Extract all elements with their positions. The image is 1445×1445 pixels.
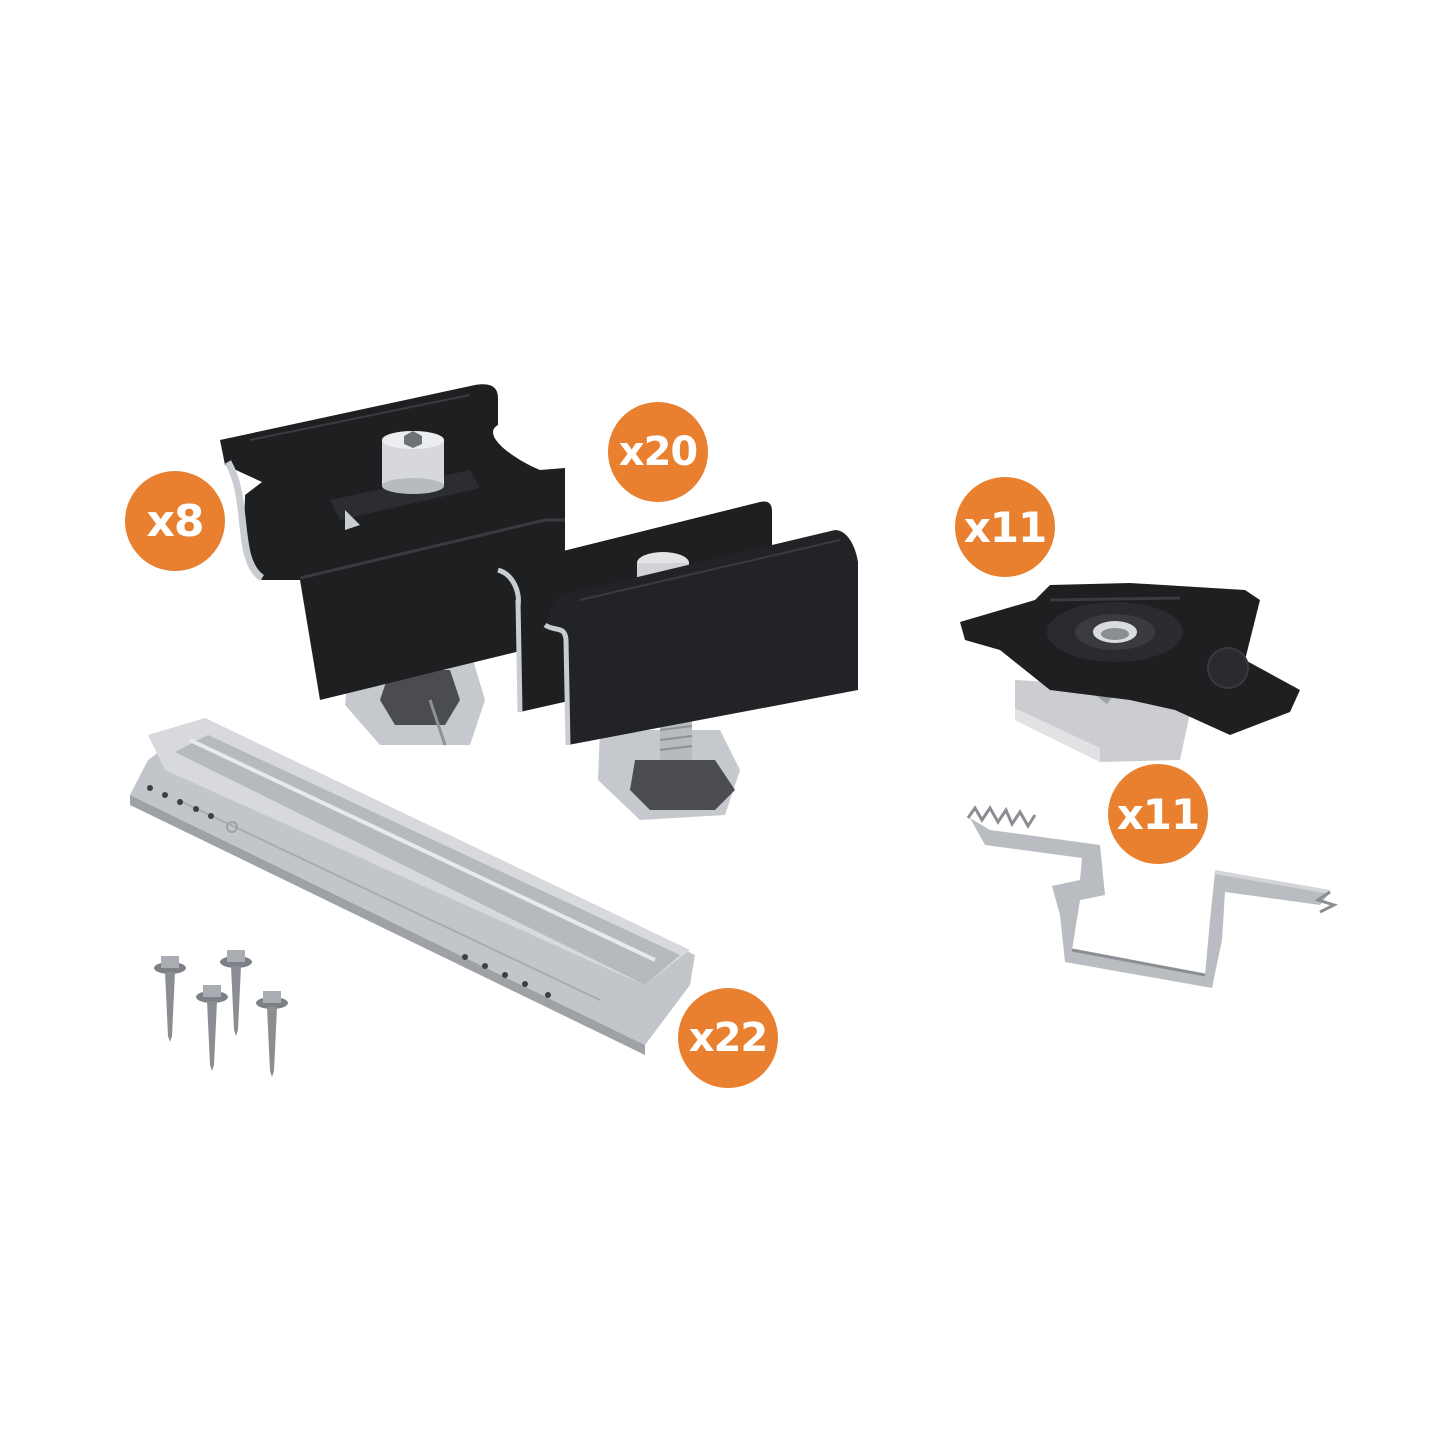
quantity-label: x22 <box>688 1015 768 1061</box>
quantity-label: x20 <box>618 429 698 475</box>
quantity-badge-cable-clip: x11 <box>1108 764 1208 864</box>
quantity-badge-clip-plate: x11 <box>955 477 1055 577</box>
end-clamp-icon <box>220 384 565 746</box>
quantity-label: x11 <box>963 502 1048 552</box>
quantity-badge-end-clamp: x8 <box>125 471 225 571</box>
quantity-badge-rail: x22 <box>678 988 778 1088</box>
quantity-badge-mid-clamp: x20 <box>608 402 708 502</box>
cable-clip-icon <box>966 805 1338 988</box>
grounding-clip-plate-icon <box>960 583 1300 762</box>
screws-icon <box>154 950 288 1077</box>
short-rail-icon <box>130 718 695 1055</box>
mid-clamp-icon <box>495 501 858 820</box>
quantity-label: x8 <box>146 495 205 547</box>
quantity-label: x11 <box>1116 789 1201 839</box>
